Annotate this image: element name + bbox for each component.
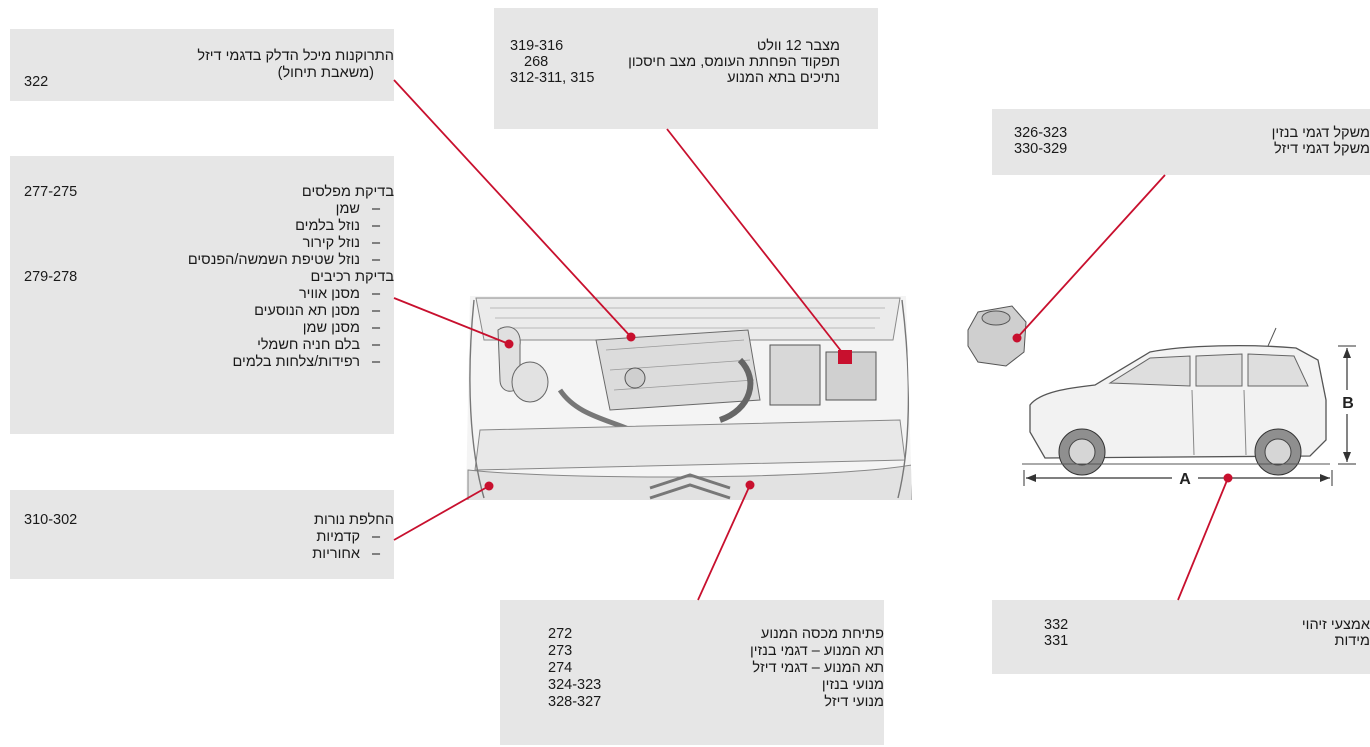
dash: – [372, 252, 381, 268]
components-item: – מסנן תא הנוסעים [254, 303, 394, 320]
bulbs-item-label: קדמיות [316, 529, 360, 545]
components-item-label: מסנן אוויר [298, 286, 360, 302]
dash: – [372, 354, 381, 370]
callout-line-weight [1016, 174, 1166, 339]
fuel-page[interactable]: 322 [24, 74, 49, 90]
bonnet-row-label: תא המנוע – דגמי דיזל [752, 660, 884, 676]
bonnet-row-label: מנועי בנזין [821, 677, 884, 693]
components-title: בדיקת רכיבים [310, 269, 394, 285]
bulbs-callout: החלפת נורות 310-302 – קדמיות – אחוריות [10, 490, 394, 579]
levels-page[interactable]: 277-275 [24, 184, 78, 200]
callout-line-levels [393, 297, 510, 345]
fuel-title-line2: (משאבת תיחול) [277, 65, 374, 81]
components-item: – מסנן אוויר [299, 286, 394, 303]
components-item-label: רפידות/צלחות בלמים [232, 354, 360, 370]
dash: – [372, 320, 381, 336]
battery-row-page[interactable]: 319-316 [510, 38, 564, 54]
id-row-label: מידות [1334, 633, 1370, 649]
id-row-page[interactable]: 331 [1044, 633, 1069, 649]
dash: – [372, 303, 381, 319]
bonnet-row-label: פתיחת מכסה המנוע [760, 626, 884, 642]
fuel-empty-callout: התרוקנות מיכל הדלק בדגמי דיזל (משאבת תיח… [10, 29, 394, 101]
bonnet-callout: פתיחת מכסה המנוע 272 תא המנוע – דגמי בנז… [500, 600, 884, 745]
battery-callout: מצבר 12 וולט 319-316 תפקוד הפחתת העומס, … [494, 8, 878, 129]
bonnet-row-page[interactable]: 272 [548, 626, 573, 642]
checks-callout: בדיקת מפלסים 277-275 – שמן – נוזל בלמים … [10, 156, 394, 434]
id-row-label: אמצעי זיהוי [1301, 617, 1370, 633]
bonnet-row-page[interactable]: 273 [548, 643, 573, 659]
callout-line-bonnet [697, 484, 751, 601]
dash: – [372, 529, 381, 545]
bonnet-row-label: מנועי דיזל [824, 694, 884, 710]
bulbs-item: – אחוריות [312, 546, 394, 563]
dash: – [372, 337, 381, 353]
battery-row-page[interactable]: 268 [524, 54, 549, 70]
bonnet-row-label: תא המנוע – דגמי בנזין [749, 643, 884, 659]
identification-callout: אמצעי זיהוי 332 מידות 331 [992, 600, 1370, 674]
fuel-title-line1: התרוקנות מיכל הדלק בדגמי דיזל [197, 48, 394, 64]
callout-line-battery [666, 128, 846, 357]
components-item-label: מסנן תא הנוסעים [254, 303, 360, 319]
weight-row-page[interactable]: 330-329 [1014, 141, 1068, 157]
bulbs-title: החלפת נורות [314, 512, 394, 528]
levels-item: – נוזל בלמים [295, 218, 394, 235]
levels-item: – שמן [336, 201, 394, 218]
levels-item: – נוזל שטיפת השמשה/הפנסים [188, 252, 394, 269]
levels-item-label: נוזל שטיפת השמשה/הפנסים [187, 252, 360, 268]
dimension-a-label: A [1179, 471, 1191, 488]
callout-line-fuel [393, 79, 632, 338]
id-row-page[interactable]: 332 [1044, 617, 1069, 633]
weight-row-label: משקל דגמי בנזין [1271, 125, 1370, 141]
bonnet-row-page[interactable]: 274 [548, 660, 573, 676]
battery-row-page[interactable]: 315 ,312-311 [510, 70, 595, 86]
components-item: – בלם חניה חשמלי [257, 337, 394, 354]
callout-line-bulbs [393, 485, 490, 541]
battery-row-label: תפקוד הפחתת העומס, מצב חיסכון [628, 54, 840, 70]
battery-row-label: נתיכים בתא המנוע [727, 70, 840, 86]
bonnet-row-page[interactable]: 328-327 [548, 694, 602, 710]
weight-row-page[interactable]: 326-323 [1014, 125, 1068, 141]
levels-item-label: שמן [335, 201, 360, 217]
levels-title: בדיקת מפלסים [301, 184, 394, 200]
bulbs-item: – קדמיות [316, 529, 394, 546]
components-item: – רפידות/צלחות בלמים [233, 354, 394, 371]
dimension-b-label: B [1342, 395, 1354, 412]
callout-line-id [1177, 477, 1229, 601]
levels-item-label: נוזל קירור [302, 235, 360, 251]
components-item-label: בלם חניה חשמלי [257, 337, 360, 353]
dash: – [372, 286, 381, 302]
bonnet-row-page[interactable]: 324-323 [548, 677, 602, 693]
components-item: – מסנן שמן [303, 320, 394, 337]
dash: – [372, 218, 381, 234]
components-item-label: מסנן שמן [302, 320, 360, 336]
dash: – [372, 235, 381, 251]
weight-row-label: משקל דגמי דיזל [1273, 141, 1370, 157]
bulbs-item-label: אחוריות [312, 546, 360, 562]
weight-callout: משקל דגמי בנזין 326-323 משקל דגמי דיזל 3… [992, 109, 1370, 175]
dash: – [372, 546, 381, 562]
components-page[interactable]: 279-278 [24, 269, 78, 285]
battery-row-label: מצבר 12 וולט [756, 38, 840, 54]
levels-item: – נוזל קירור [303, 235, 394, 252]
dash: – [372, 201, 381, 217]
levels-item-label: נוזל בלמים [295, 218, 360, 234]
bulbs-page[interactable]: 310-302 [24, 512, 78, 528]
